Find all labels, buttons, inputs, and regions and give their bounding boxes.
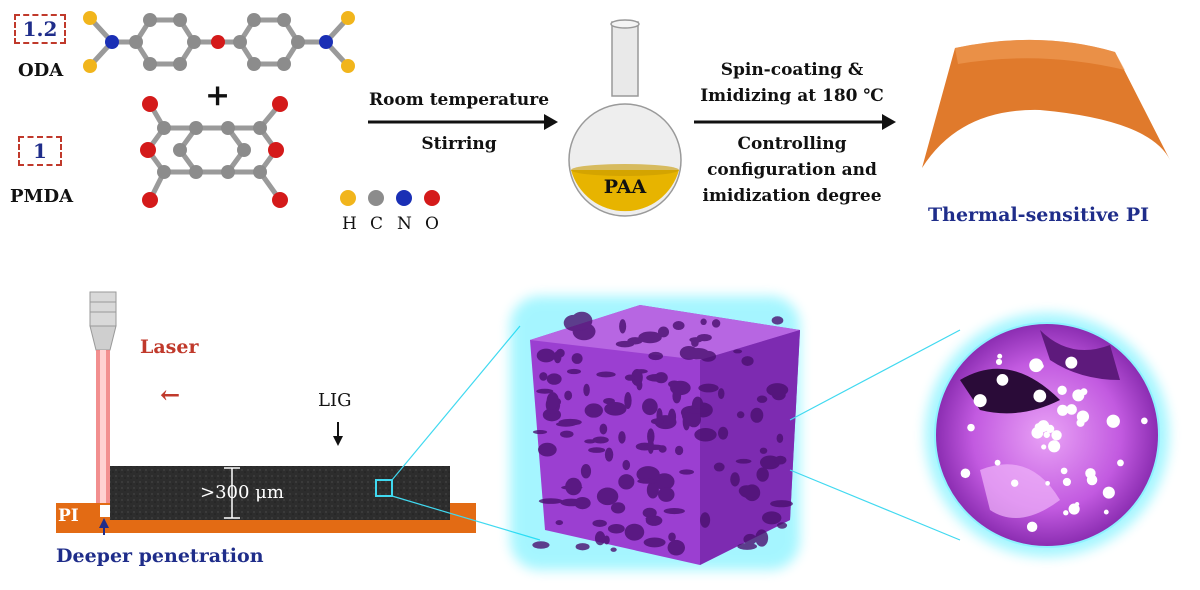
thickness-label: >300 μm	[200, 482, 284, 503]
oda-label: ODA	[18, 60, 64, 81]
step1-arrow	[368, 114, 558, 130]
step1-line1: Room temperature	[368, 90, 550, 110]
atom-legend-dots	[340, 190, 440, 206]
oda-atoms	[83, 11, 355, 73]
pmda-atoms	[140, 96, 288, 208]
pmda-label: PMDA	[10, 186, 74, 207]
thickness-marker	[224, 467, 240, 519]
oda-ratio: 1.2	[22, 17, 58, 41]
scan-direction-arrow: ←	[160, 380, 181, 409]
penetration-label: Deeper penetration	[56, 545, 264, 567]
lig-arrow	[333, 422, 343, 446]
pmda-ratio-box: 1	[18, 136, 62, 166]
legend-label-n: N	[397, 214, 412, 234]
legend-dot-n	[396, 190, 412, 206]
zoom-source-box	[375, 479, 393, 497]
legend-dot-o	[424, 190, 440, 206]
zoom-holes	[960, 353, 1148, 533]
lig-label: LIG	[318, 390, 352, 411]
legend-label-o: O	[425, 214, 439, 234]
step2-line3: Controlling	[737, 134, 847, 154]
step2-line5: imidization degree	[702, 186, 882, 206]
flask-label: PAA	[603, 176, 647, 198]
legend-label-c: C	[370, 214, 384, 234]
oda-ratio-box: 1.2	[14, 14, 66, 44]
laser-label: Laser	[140, 336, 199, 358]
step2-line1: Spin-coating &	[720, 60, 864, 80]
legend-label-h: H	[342, 214, 357, 234]
foam-pores	[532, 311, 793, 556]
step2-arrow	[694, 114, 896, 130]
film-caption: Thermal-sensitive PI	[928, 204, 1149, 226]
step1-line2: Stirring	[421, 134, 497, 154]
plus-sign: +	[205, 78, 231, 113]
substrate-label: PI	[58, 506, 79, 526]
flask-graphic	[568, 19, 682, 217]
laser-head	[89, 291, 117, 351]
pi-film	[922, 39, 1170, 169]
pmda-molecule	[145, 102, 283, 202]
legend-dot-c	[368, 190, 384, 206]
step2-line4: configuration and	[707, 160, 877, 180]
pmda-ratio: 1	[33, 139, 47, 163]
legend-dot-h	[340, 190, 356, 206]
step2-line2: Imidizing at 180 ℃	[700, 86, 884, 106]
